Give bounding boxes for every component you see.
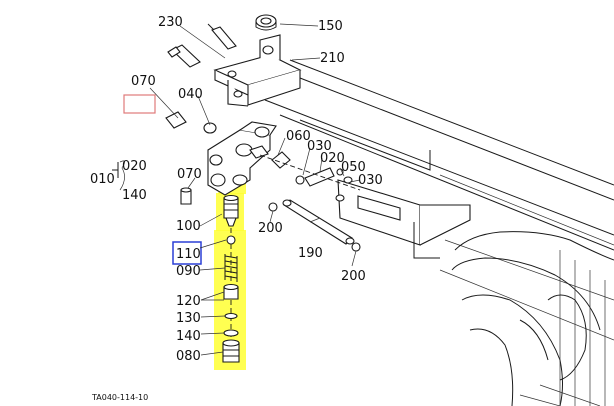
part-190-pin bbox=[282, 199, 355, 245]
label-030-upper: 030 bbox=[307, 139, 332, 154]
part-230-bolt bbox=[167, 44, 201, 68]
label-210: 210 bbox=[320, 51, 345, 66]
label-130: 130 bbox=[176, 311, 201, 326]
label-060: 060 bbox=[286, 129, 311, 144]
part-200-washers bbox=[268, 202, 361, 252]
label-070-top: 070 bbox=[131, 74, 156, 89]
label-030-lower: 030 bbox=[358, 173, 383, 188]
part-group-right bbox=[259, 151, 361, 202]
part-small-bolt-top bbox=[207, 23, 237, 50]
label-100: 100 bbox=[176, 219, 201, 234]
label-140: 140 bbox=[176, 329, 201, 344]
label-190: 190 bbox=[298, 246, 323, 261]
label-020-left: 020 bbox=[122, 159, 147, 174]
label-090: 090 bbox=[176, 264, 201, 279]
label-020-right: 020 bbox=[320, 151, 345, 166]
label-150: 150 bbox=[318, 19, 343, 34]
valve-stack bbox=[222, 194, 240, 363]
red-annotation-box bbox=[123, 94, 156, 114]
label-050: 050 bbox=[341, 160, 366, 175]
label-230: 230 bbox=[158, 15, 183, 30]
label-200-right: 200 bbox=[341, 269, 366, 284]
bracket-210 bbox=[213, 34, 302, 107]
label-140-group: 140 bbox=[122, 188, 147, 203]
leader-lines bbox=[112, 23, 361, 356]
label-010: 010 bbox=[90, 172, 115, 187]
part-040-fitting bbox=[165, 111, 217, 134]
part-150-grommet bbox=[255, 14, 277, 31]
figure-caption: TA040-114-10 bbox=[91, 393, 148, 402]
label-110: 110 bbox=[176, 247, 201, 262]
frame-outline bbox=[264, 59, 614, 406]
part-070-plug bbox=[180, 187, 192, 205]
part-labels: 230 150 210 070 040 060 030 020 050 030 … bbox=[90, 15, 383, 402]
label-200-left: 200 bbox=[258, 221, 283, 236]
valve-body bbox=[207, 121, 277, 196]
blue-annotation-box bbox=[172, 241, 202, 265]
label-080: 080 bbox=[176, 349, 201, 364]
label-040: 040 bbox=[178, 87, 203, 102]
label-070-mid: 070 bbox=[177, 167, 202, 182]
label-120: 120 bbox=[176, 294, 201, 309]
